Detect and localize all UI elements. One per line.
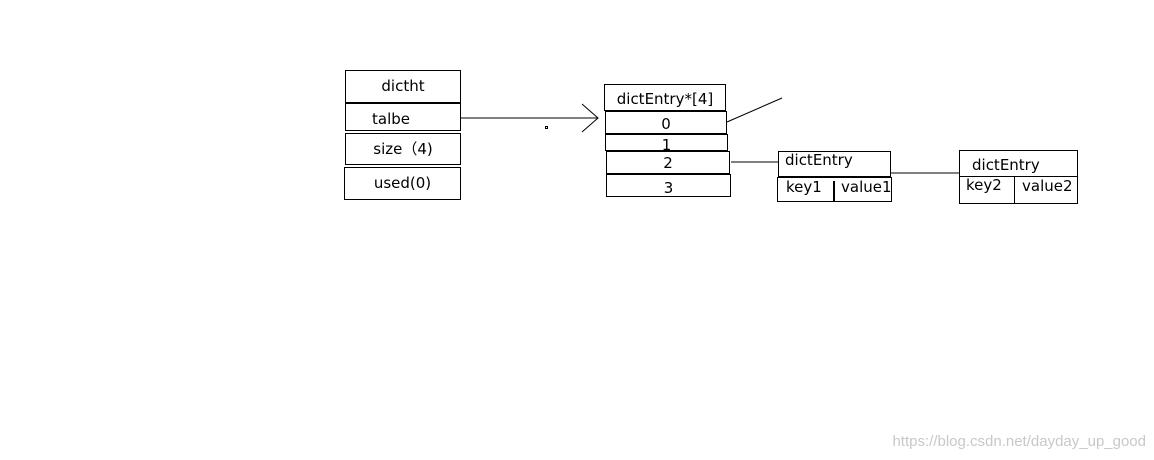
dictht-used-field: used(0) [344, 167, 461, 200]
entry2-value: value2 [1022, 177, 1073, 195]
bucket-slot-3: 3 [606, 174, 731, 197]
dictht-size-field: size（4) [345, 133, 461, 165]
bucket-array-title: dictEntry*[4] [604, 84, 726, 111]
bucket-slot-0: 0 [605, 111, 727, 134]
entry2-divider [1014, 177, 1015, 203]
table-pointer-arrowhead [581, 103, 599, 133]
stray-dot [545, 126, 548, 129]
entry2-key: key2 [966, 176, 1002, 194]
dictht-title: dictht [345, 70, 461, 103]
entry1-divider [833, 181, 835, 201]
entry1-title: dictEntry [778, 151, 891, 177]
slot0-null-line [726, 97, 783, 123]
entry2-kv-row: key2 value2 [959, 176, 1078, 204]
bucket-slot-2: 2 [606, 151, 730, 174]
entry1-value: value1 [841, 178, 892, 196]
entry1-kv-row: key1 value1 [777, 177, 892, 202]
watermark: https://blog.csdn.net/dayday_up_good [892, 433, 1146, 450]
entry2-title: dictEntry [959, 150, 1078, 177]
entry1-key: key1 [786, 178, 822, 196]
bucket-slot-1: 1 [605, 134, 728, 151]
dictht-table-field: talbe [345, 103, 461, 131]
